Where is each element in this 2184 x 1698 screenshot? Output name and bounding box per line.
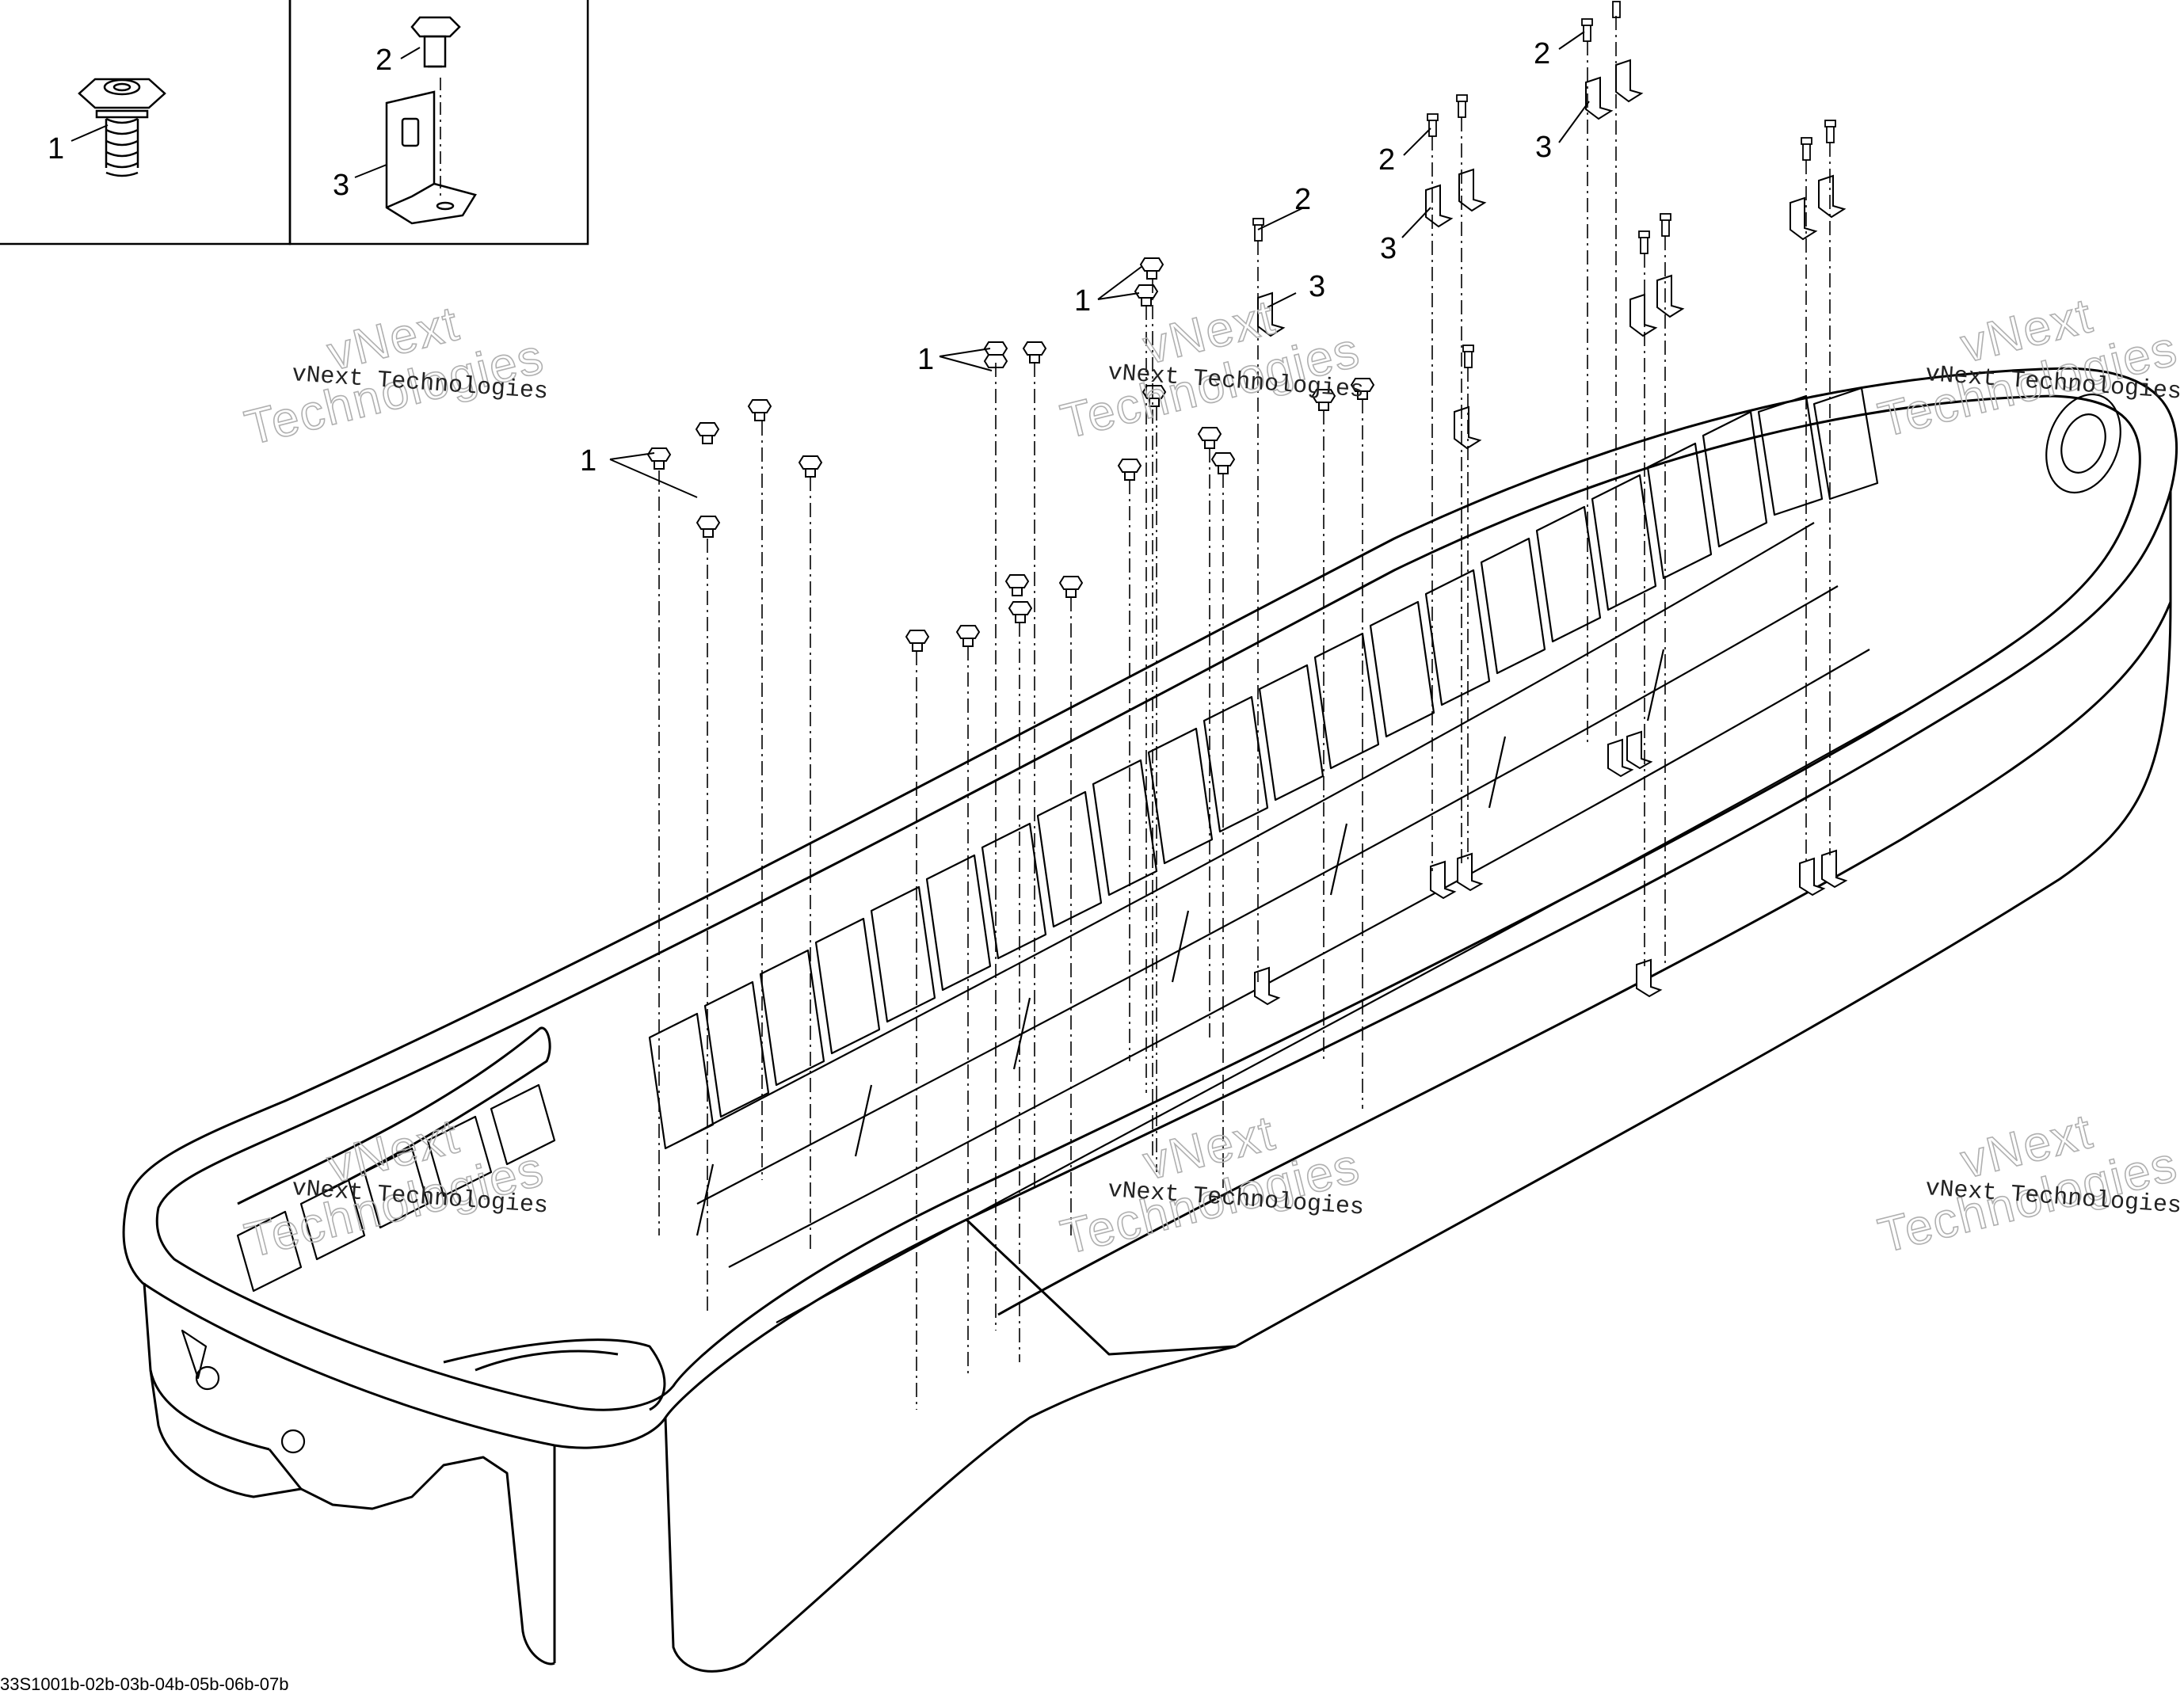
plug-icon — [1142, 385, 1167, 407]
watermark: vNext Technologies vNext Technologies — [239, 1108, 551, 1269]
inset-callout-1: 1 — [48, 132, 64, 166]
bracket-icon — [1425, 168, 1487, 228]
plug-icon — [955, 625, 981, 647]
bracket-icon — [1430, 852, 1484, 900]
bracket-icon — [1636, 958, 1663, 998]
plug-icon — [1139, 257, 1164, 280]
watermark: vNext Technologies vNext Technologies — [1873, 1103, 2184, 1264]
plug-icon — [695, 422, 720, 444]
plug-icon — [1008, 601, 1033, 623]
callout-1: 1 — [1074, 284, 1091, 318]
reference-code: 33S1001b-02b-03b-04b-05b-06b-07b — [0, 1674, 289, 1694]
bolt-icon — [410, 16, 461, 68]
plug-icon — [78, 78, 166, 177]
callout-2: 2 — [1294, 183, 1311, 216]
bolt-icon — [1462, 345, 1474, 368]
plug-icon — [984, 348, 1006, 361]
watermark: vNext Technologies vNext Technologies — [239, 295, 551, 456]
inset-callout-2: 2 — [375, 44, 392, 77]
plug-icon — [1022, 341, 1047, 364]
plug-icon — [1210, 452, 1236, 474]
plug-icon — [983, 354, 1008, 368]
plug-icon — [798, 455, 823, 478]
callout-3: 3 — [1309, 270, 1325, 303]
brackets — [1254, 59, 1848, 1006]
bracket-icon — [1790, 174, 1847, 241]
callout-2: 2 — [1378, 143, 1395, 177]
bracket-icon — [1454, 405, 1482, 450]
bolt-icon — [1612, 1, 1621, 18]
bolt-icon — [1581, 18, 1593, 42]
plug-icon — [646, 447, 672, 470]
inset-callout-3: 3 — [333, 169, 349, 202]
plug-icon — [1058, 576, 1084, 598]
bolt-icon — [1801, 137, 1812, 161]
assembly-lines — [658, 16, 1831, 1410]
callout-2: 2 — [1534, 37, 1550, 70]
bolt-icon — [1660, 213, 1671, 237]
plug-icon — [1197, 427, 1222, 449]
bolt-icon — [1824, 120, 1836, 143]
inset-panels — [0, 0, 589, 246]
hull-ribs — [181, 386, 2121, 1454]
plug-icon — [905, 630, 930, 652]
callout-3: 3 — [1535, 131, 1552, 164]
callouts: 1 1 1 2 2 2 3 3 3 — [580, 37, 1552, 478]
bracket-icon — [1629, 274, 1685, 337]
plug-fasteners — [646, 257, 1375, 652]
bracket-icon — [385, 90, 477, 225]
plug-icon — [747, 399, 772, 421]
bolt-icon — [1638, 230, 1650, 254]
bracket-icon — [1585, 59, 1644, 120]
watermark: vNext Technologies vNext Technologies — [1055, 289, 1366, 450]
bracket-icon — [1799, 849, 1848, 897]
plug-icon — [1117, 459, 1142, 481]
plug-icon — [1004, 574, 1030, 596]
bolt-icon — [1427, 113, 1439, 137]
watermark: vNext Technologies vNext Technologies — [1055, 1105, 1366, 1266]
watermark: vNext Technologies vNext Technologies — [1873, 287, 2184, 448]
bracket-icon — [1607, 730, 1653, 778]
plug-icon — [1311, 389, 1336, 411]
callout-1: 1 — [917, 343, 934, 376]
bolt-icon — [1456, 94, 1468, 118]
hull-outline — [122, 367, 2178, 1673]
plug-icon — [696, 516, 721, 538]
bracket-icon — [1254, 966, 1281, 1006]
callout-1: 1 — [580, 444, 597, 478]
plug-icon — [1134, 284, 1159, 306]
bolts — [1252, 1, 1836, 368]
callout-3: 3 — [1380, 232, 1397, 265]
callout-leaders — [609, 31, 1590, 498]
